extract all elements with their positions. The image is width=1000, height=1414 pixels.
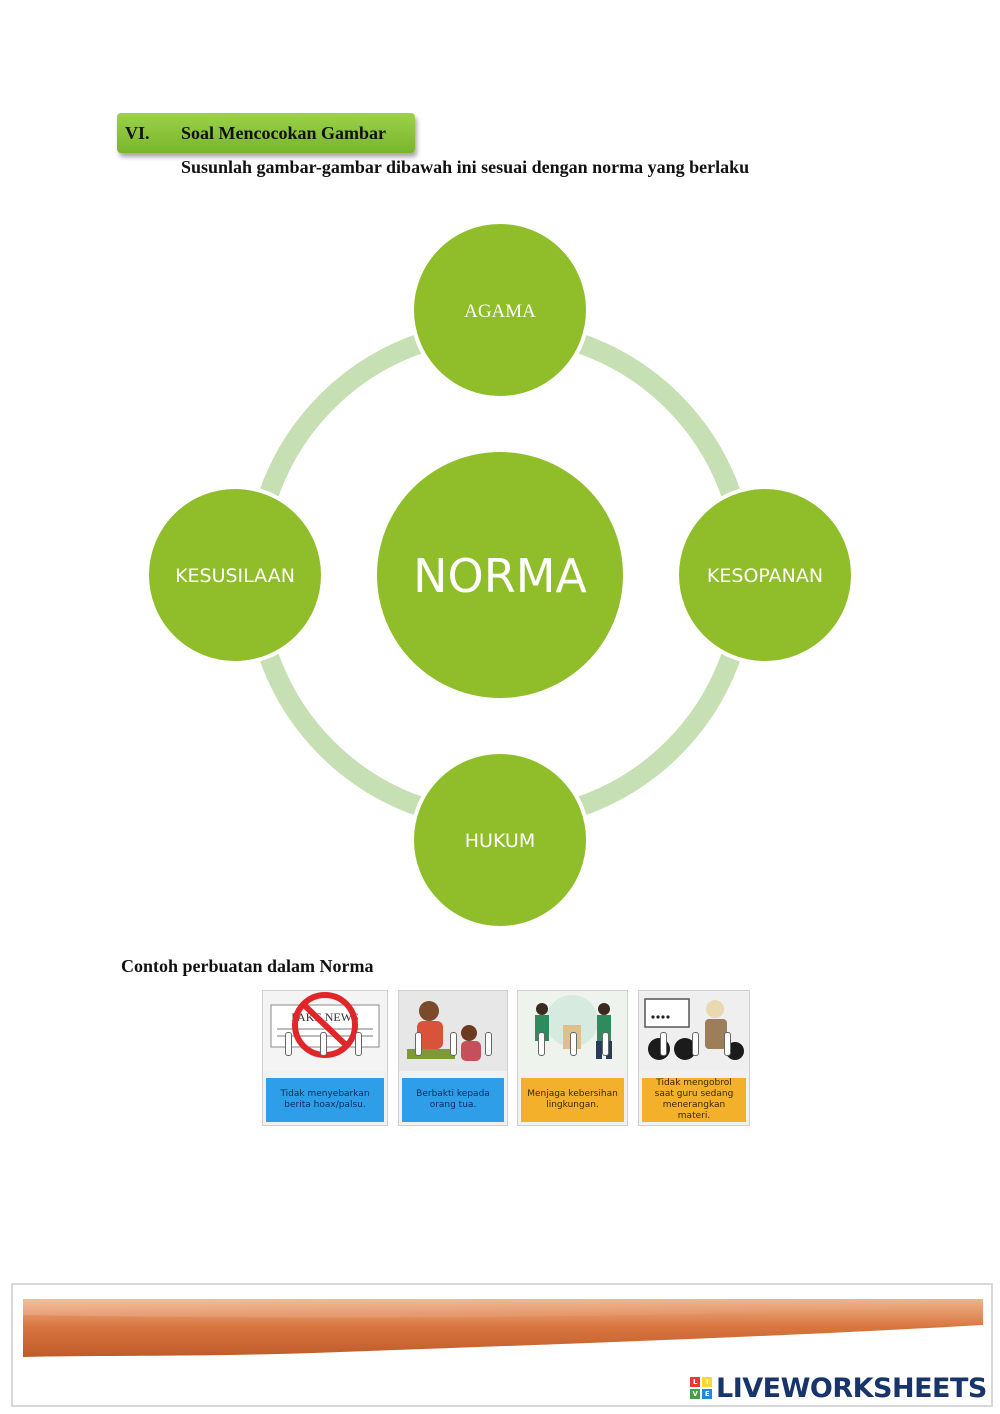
node-kesusilaan-label: KESUSILAAN bbox=[175, 565, 295, 587]
logo-block: E bbox=[702, 1389, 712, 1399]
node-kesopanan[interactable] bbox=[675, 485, 855, 665]
binder-rings bbox=[0, 1032, 1000, 1056]
instruction-text: Susunlah gambar-gambar dibawah ini sesua… bbox=[181, 157, 750, 177]
center-label: NORMA bbox=[413, 549, 587, 603]
ring bbox=[485, 1032, 492, 1056]
card-caption: Tidak menyebarkan berita hoax/palsu. bbox=[266, 1078, 384, 1122]
norma-diagram: NORMA AGAMA KESOPANAN HUKUM KESUSILAAN bbox=[145, 220, 855, 930]
ring bbox=[602, 1032, 609, 1056]
ring bbox=[450, 1032, 457, 1056]
example-card-clean[interactable]: Menjaga kebersihan lingkungan. bbox=[517, 990, 628, 1126]
examples-title: Contoh perbuatan dalam Norma bbox=[121, 956, 374, 976]
section-title: Soal Mencocokan Gambar bbox=[181, 122, 386, 143]
logo-block: I bbox=[702, 1377, 712, 1387]
center-node bbox=[377, 452, 623, 698]
node-hukum[interactable] bbox=[410, 750, 590, 930]
node-hukum-label: HUKUM bbox=[465, 830, 535, 852]
ring bbox=[724, 1032, 731, 1056]
ring bbox=[415, 1032, 422, 1056]
logo-blocks-icon: L I V E bbox=[690, 1377, 712, 1399]
section-header: VI. Soal Mencocokan Gambar bbox=[117, 113, 415, 153]
node-agama-label: AGAMA bbox=[464, 301, 536, 322]
fake-news-icon: FAKE NEWS bbox=[263, 991, 387, 1071]
ring bbox=[320, 1032, 327, 1056]
node-kesusilaan[interactable] bbox=[145, 485, 325, 665]
example-card-parents[interactable]: Berbakti kepada orang tua. bbox=[398, 990, 508, 1126]
ring bbox=[660, 1032, 667, 1056]
section-number: VI. bbox=[125, 122, 150, 143]
card-caption: Menjaga kebersihan lingkungan. bbox=[521, 1078, 624, 1122]
card-caption: Tidak mengobrol saat guru sedang meneran… bbox=[642, 1078, 746, 1122]
ring bbox=[355, 1032, 362, 1056]
logo-block: L bbox=[690, 1377, 700, 1387]
ring bbox=[692, 1032, 699, 1056]
cleaning-icon bbox=[518, 991, 627, 1071]
footer-frame bbox=[11, 1283, 993, 1407]
node-kesopanan-label: KESOPANAN bbox=[707, 565, 823, 587]
node-agama[interactable] bbox=[410, 220, 590, 400]
footer-wave-decoration bbox=[23, 1299, 983, 1357]
ring bbox=[285, 1032, 292, 1056]
logo-text: LIVEWORKSHEETS bbox=[716, 1372, 987, 1404]
classroom-icon bbox=[639, 991, 749, 1071]
example-card-hoax[interactable]: FAKE NEWS Tidak menyebarkan berita hoax/… bbox=[262, 990, 388, 1126]
logo-block: V bbox=[690, 1389, 700, 1399]
fake-news-art-text: FAKE NEWS bbox=[291, 1010, 358, 1024]
parent-child-icon bbox=[399, 991, 507, 1071]
example-card-class[interactable]: Tidak mengobrol saat guru sedang meneran… bbox=[638, 990, 750, 1126]
card-caption: Berbakti kepada orang tua. bbox=[402, 1078, 504, 1122]
ring bbox=[570, 1032, 577, 1056]
ring bbox=[538, 1032, 545, 1056]
liveworksheets-logo: L I V E LIVEWORKSHEETS bbox=[690, 1370, 987, 1406]
